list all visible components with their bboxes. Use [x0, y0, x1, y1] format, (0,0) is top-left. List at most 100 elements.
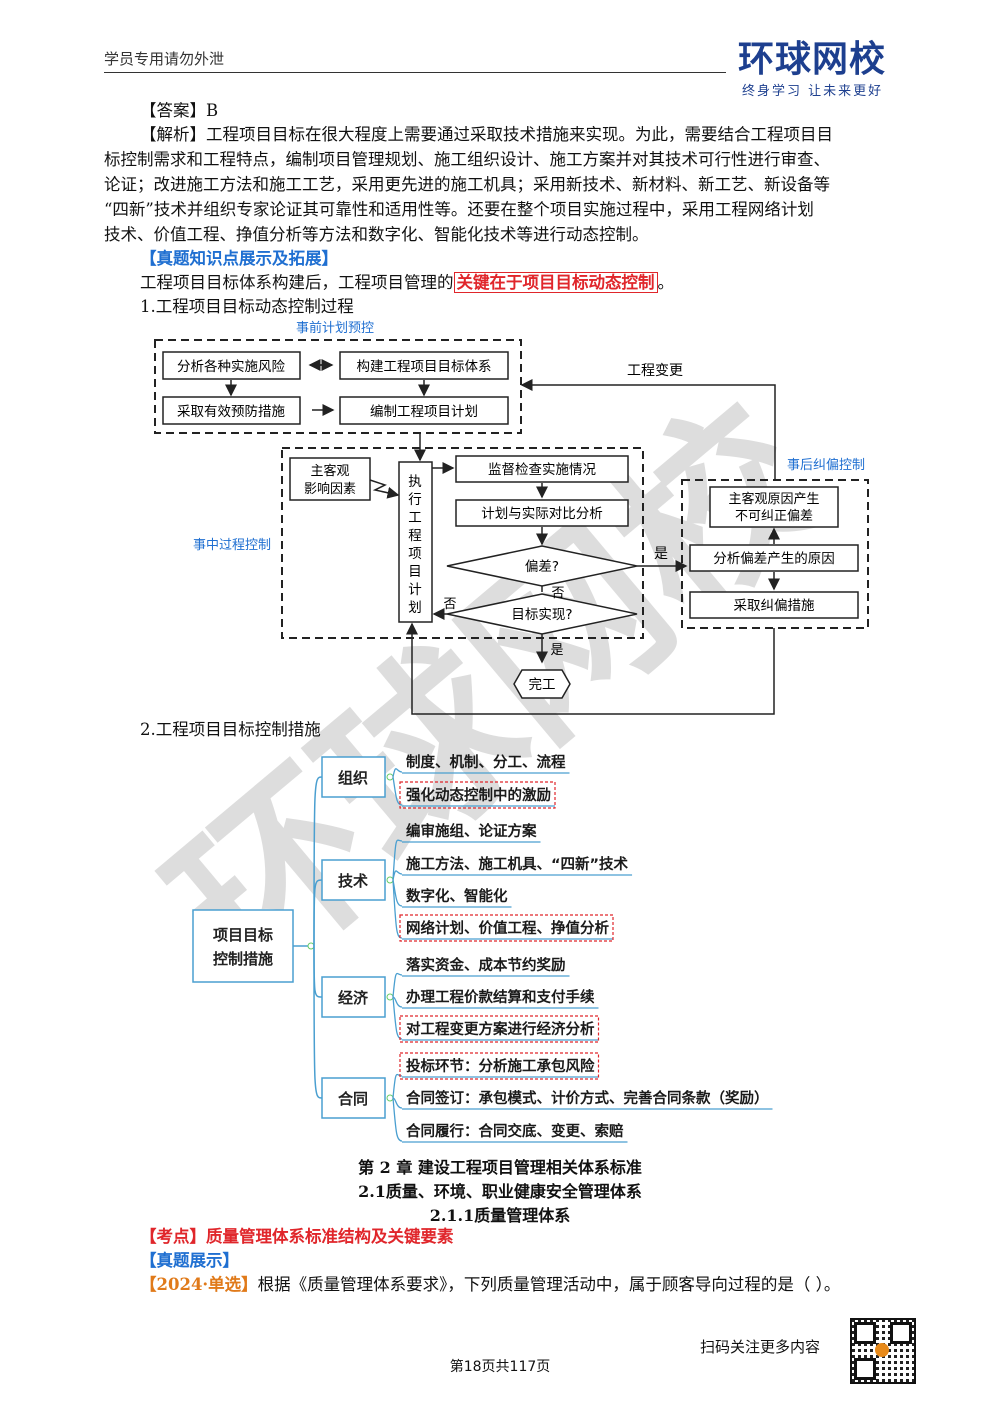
- key-sentence-pre: 工程项目目标体系构建后，工程项目管理的: [140, 273, 454, 292]
- node-build-target-label: 构建工程项目目标体系: [357, 359, 492, 375]
- mindmap-item-line: [392, 776, 403, 806]
- node-plan-label: 编制工程项目计划: [370, 404, 478, 420]
- mindmap-item-highlight: [399, 1052, 600, 1080]
- node-correct-label: 采取纠偏措施: [734, 598, 815, 614]
- mindmap-branch-line: [313, 945, 323, 998]
- dynamic-control-flowchart: 事前计划预控 分析各种实施风险 构建工程项目目标体系 采取有效预防措施 编制工程…: [154, 320, 869, 715]
- mindmap-item-line: [392, 972, 403, 998]
- node-supervise-label: 监督检查实施情况: [488, 462, 596, 478]
- exec-char: 划: [408, 600, 422, 616]
- kaodian-label: 【考点】: [140, 1227, 206, 1246]
- question-line: 【2024·单选】根据《质量管理体系要求》，下列质量管理活动中，属于顾客导向过程…: [140, 1272, 840, 1297]
- mindmap-item-label: 办理工程价款结算和支付手续: [406, 988, 595, 1006]
- mindmap-branch-label: 组织: [338, 769, 368, 787]
- mindmap-branch-line: [313, 879, 323, 947]
- mindmap-item-label: 制度、机制、分工、流程: [406, 753, 566, 771]
- mindmap-branch-label: 技术: [338, 872, 368, 890]
- mindmap-item-label: 网络计划、价值工程、挣值分析: [406, 919, 609, 937]
- exec-char: 项: [408, 546, 422, 562]
- mindmap-item-highlight: [399, 914, 614, 942]
- post-control-label: 事后纠偏控制: [787, 458, 865, 473]
- arrow-change-loop: [520, 379, 776, 480]
- mindmap-item-label: 编审施组、论证方案: [406, 822, 537, 840]
- mindmap-item-line: [392, 1097, 403, 1142]
- kaodian-line: 【考点】质量管理体系标准结构及关键要素: [140, 1224, 454, 1249]
- analysis-line-1: 【解析】工程项目目标在很大程度上需要通过采取技术措施来实现。为此，需要结合工程项…: [140, 122, 833, 147]
- mindmap-item-label: 强化动态控制中的激励: [406, 786, 551, 804]
- decision-deviation-label: 偏差?: [525, 559, 559, 575]
- analysis-line-3: 论证；改进施工方法和施工工艺，采用更先进的施工机具；采用新技术、新材料、新工艺、…: [104, 175, 830, 194]
- page-number: 第18页共117页: [449, 1359, 551, 1375]
- mindmap-node-dot: [386, 993, 394, 1001]
- node-uncorrectable-label-b: 不可纠正偏差: [735, 509, 813, 524]
- node-analyze-cause-label: 分析偏差产生的原因: [713, 551, 835, 567]
- answer-line: 【答案】B: [140, 101, 219, 120]
- mindmap-node-dot: [386, 876, 394, 884]
- exec-char: 目: [408, 564, 422, 580]
- exec-char: 工: [408, 510, 422, 526]
- mindmap-branch-box: [321, 756, 386, 798]
- mindmap-item-line: [392, 768, 403, 778]
- decision-goal: [446, 593, 638, 635]
- decision-goal-label: 目标实现?: [511, 607, 572, 623]
- mindmap-item-highlight: [399, 1015, 600, 1043]
- node-build-target: [339, 351, 509, 380]
- mindmap-root-label-b: 控制措施: [213, 950, 273, 968]
- question-text: 根据《质量管理体系要求》，下列质量管理活动中，属于顾客导向过程的是（ ）。: [257, 1275, 841, 1294]
- subsection-title: 2.1.1质量管理体系: [429, 1206, 571, 1225]
- brand-logo: 环球网校 终身学习 让未来更好: [738, 40, 918, 100]
- mid-control-label: 事中过程控制: [193, 538, 271, 553]
- mindmap-root-label-a: 项目目标: [213, 926, 273, 944]
- node-uncorrectable: [709, 486, 839, 528]
- pre-control-label: 事前计划预控: [296, 320, 374, 336]
- key-sentence: 工程项目目标体系构建后，工程项目管理的关键在于项目目标动态控制。: [140, 270, 674, 295]
- mindmap-branch-box: [321, 1077, 386, 1119]
- section1-title: 1.工程项目目标动态控制过程: [140, 297, 354, 316]
- mindmap-node-dot: [307, 942, 315, 950]
- analysis-label: 【解析】: [140, 125, 206, 144]
- mindmap-item-label: 数字化、智能化: [406, 887, 508, 905]
- mindmap-node-dot: [386, 773, 394, 781]
- node-analyze-risk: [162, 351, 301, 380]
- section-title: 2.1质量、环境、职业健康安全管理体系: [358, 1182, 642, 1201]
- mindmap-root: [192, 909, 294, 983]
- mindmap-item-label: 合同签订：承包模式、计价方式、完善合同条款（奖励）: [405, 1089, 769, 1107]
- no2-label: 否: [443, 597, 456, 612]
- qr-code[interactable]: [850, 1318, 916, 1384]
- node-plan: [339, 396, 509, 425]
- logo-main-text: 环球网校: [738, 39, 887, 80]
- node-compare-label: 计划与实际对比分析: [481, 506, 603, 522]
- zhenti-heading: 【真题展示】: [140, 1251, 239, 1270]
- node-done: [513, 669, 571, 699]
- section2-title: 2.工程项目目标控制措施: [140, 720, 321, 739]
- node-analyze-risk-label: 分析各种实施风险: [177, 359, 285, 375]
- chapter-title: 第 2 章 建设工程项目管理相关体系标准: [358, 1158, 642, 1177]
- node-uncorrectable-label-a: 主客观原因产生: [728, 491, 819, 507]
- analysis-text-1: 工程项目目标在很大程度上需要通过采取技术措施来实现。为此，需要结合工程项目目: [206, 125, 833, 144]
- node-done-label: 完工: [529, 677, 556, 693]
- key-sentence-post: 。: [657, 273, 675, 292]
- analysis-line-5: 技术、价值工程、挣值分析等方法和数字化、智能化技术等进行动态控制。: [104, 225, 649, 244]
- logo-sub-text: 终身学习 让未来更好: [742, 84, 884, 99]
- node-prevent-label: 采取有效预防措施: [177, 404, 285, 420]
- exec-char: 程: [408, 528, 422, 544]
- arrow-factors-exec: [369, 479, 400, 499]
- mindmap-branch-box: [321, 976, 386, 1018]
- mindmap-branch-label: 合同: [337, 1090, 368, 1108]
- mindmap-item-line: [392, 870, 403, 881]
- yes2-label: 是: [550, 643, 563, 658]
- node-analyze-cause: [689, 544, 859, 572]
- exec-char: 行: [408, 492, 422, 508]
- mindmap-item-label: 落实资金、成本节约奖励: [406, 956, 566, 974]
- mindmap-item-highlight: [399, 781, 556, 809]
- header-rule: [104, 72, 726, 73]
- mindmap-item-label: 对工程变更方案进行经济分析: [406, 1020, 595, 1038]
- mindmap-branch-line: [313, 776, 323, 947]
- mindmap-node-dot: [386, 1094, 394, 1102]
- mindmap-branch-line: [313, 945, 323, 1099]
- node-correct: [689, 591, 859, 619]
- node-factors: [289, 457, 371, 501]
- mindmap-item-line: [392, 996, 403, 1040]
- mindmap-branch-label: 经济: [338, 989, 369, 1007]
